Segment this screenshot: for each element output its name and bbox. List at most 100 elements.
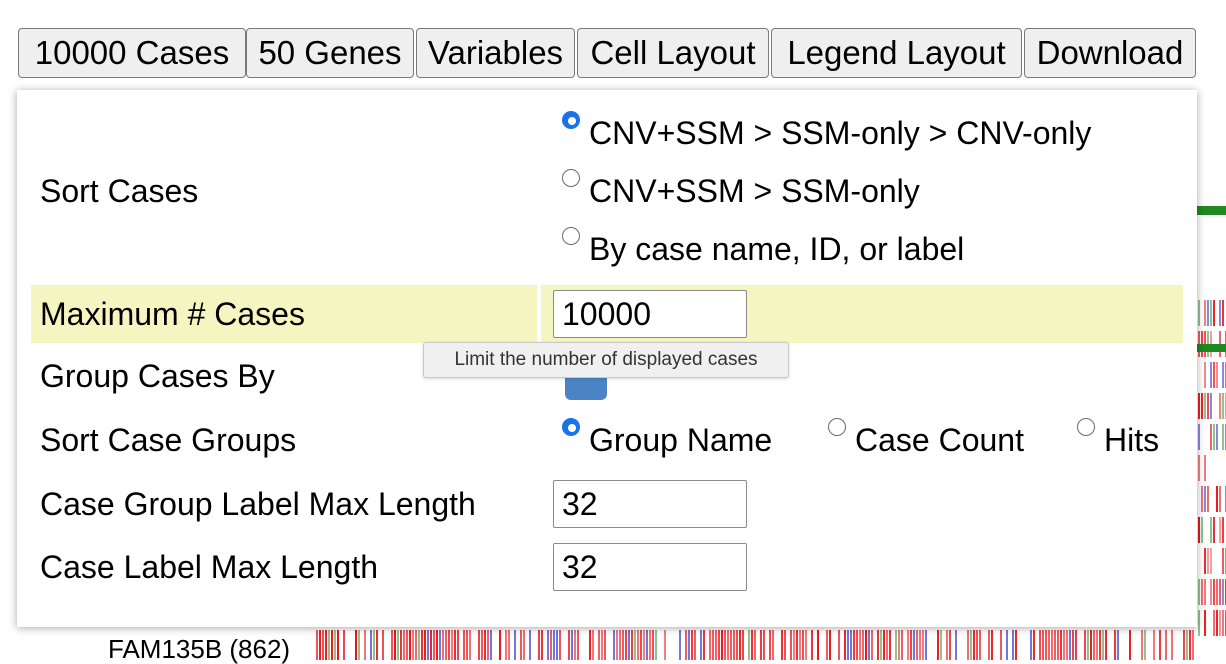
matrix-cell — [337, 630, 339, 660]
variables-button[interactable]: Variables — [416, 28, 575, 78]
matrix-cell — [559, 630, 561, 660]
matrix-cell — [1072, 630, 1074, 660]
sort-cases-option-by-name[interactable]: By case name, ID, or label — [562, 227, 964, 267]
matrix-cell — [970, 630, 972, 660]
matrix-cell — [1192, 630, 1194, 660]
matrix-cell — [886, 630, 888, 660]
matrix-cell — [391, 630, 393, 660]
matrix-cell — [409, 630, 411, 660]
matrix-cell — [1222, 424, 1224, 450]
matrix-cell — [694, 630, 696, 660]
matrix-cell — [883, 630, 885, 660]
matrix-cell — [538, 630, 540, 660]
matrix-cell — [415, 630, 417, 660]
matrix-cell — [1159, 630, 1161, 660]
gene-row-label[interactable]: FAM135B (862) — [108, 634, 291, 664]
matrix-cell — [325, 630, 327, 660]
radio-unchecked-icon[interactable] — [1077, 418, 1095, 436]
cases-button[interactable]: 10000 Cases — [18, 28, 246, 78]
radio-unchecked-icon[interactable] — [828, 418, 846, 436]
group-cases-by-label: Group Cases By — [40, 358, 275, 394]
legend-layout-button[interactable]: Legend Layout — [771, 28, 1022, 78]
case-label-max-length-input[interactable]: 32 — [553, 543, 747, 591]
radio-unchecked-icon[interactable] — [562, 227, 580, 245]
matrix-cell — [1207, 300, 1209, 326]
matrix-cell — [1066, 630, 1068, 660]
matrix-cell — [1222, 393, 1224, 419]
matrix-cell — [457, 630, 459, 660]
download-button[interactable]: Download — [1024, 28, 1196, 78]
matrix-cell — [643, 630, 645, 660]
matrix-cell — [1222, 579, 1224, 605]
matrix-cell — [1219, 610, 1221, 636]
case-group-label-max-length-input[interactable]: 32 — [553, 480, 747, 528]
sort-groups-option-case-count[interactable]: Case Count — [828, 418, 1024, 458]
matrix-cell — [1012, 630, 1014, 660]
matrix-cell — [631, 630, 633, 660]
genes-button[interactable]: 50 Genes — [246, 28, 414, 78]
matrix-cell — [1201, 579, 1203, 605]
matrix-cell — [1216, 362, 1218, 388]
matrix-cell — [520, 630, 522, 660]
matrix-cell — [910, 630, 912, 660]
matrix-cell — [577, 630, 579, 660]
matrix-cell — [1210, 548, 1212, 574]
matrix-cell — [439, 630, 441, 660]
matrix-cell — [1222, 362, 1224, 388]
matrix-cell — [1048, 630, 1050, 660]
matrix-cell — [541, 630, 543, 660]
matrix-cell — [877, 630, 879, 660]
matrix-cell — [1105, 630, 1107, 660]
radio-checked-icon[interactable] — [562, 111, 580, 129]
matrix-cell — [1213, 362, 1215, 388]
matrix-cell — [646, 630, 648, 660]
matrix-cell — [1198, 610, 1200, 636]
matrix-cell — [1051, 630, 1053, 660]
matrix-cell — [634, 630, 636, 660]
matrix-cell — [433, 630, 435, 660]
radio-unchecked-icon[interactable] — [562, 169, 580, 187]
matrix-cell — [751, 630, 753, 660]
matrix-cell — [829, 630, 831, 660]
matrix-cell — [319, 630, 321, 660]
matrix-cell — [451, 630, 453, 660]
max-cases-tooltip: Limit the number of displayed cases — [423, 342, 789, 378]
matrix-cell — [1204, 455, 1206, 481]
matrix-cell — [418, 630, 420, 660]
matrix-cell — [733, 630, 735, 660]
matrix-cell — [715, 630, 717, 660]
sort-groups-option-group-name[interactable]: Group Name — [562, 418, 772, 458]
max-cases-input[interactable]: 10000 — [553, 290, 747, 338]
matrix-cell — [364, 630, 366, 660]
matrix-cell — [1201, 486, 1203, 512]
matrix-cell — [1219, 579, 1221, 605]
matrix-cell — [1198, 455, 1200, 481]
sort-cases-option-cnv-ssm-ssm-cnv[interactable]: CNV+SSM > SSM-only > CNV-only — [562, 111, 1091, 151]
matrix-cell — [1197, 344, 1226, 352]
matrix-cell — [1213, 610, 1215, 636]
matrix-cell — [1000, 630, 1002, 660]
matrix-cell — [481, 630, 483, 660]
matrix-cell — [1219, 486, 1221, 512]
matrix-cell — [550, 630, 552, 660]
sort-groups-option-hits[interactable]: Hits — [1077, 418, 1159, 458]
matrix-cell — [955, 630, 957, 660]
cases-settings-menu: Sort Cases CNV+SSM > SSM-only > CNV-only… — [17, 90, 1197, 627]
matrix-cell — [988, 630, 990, 660]
sort-cases-option-cnv-ssm-ssm[interactable]: CNV+SSM > SSM-only — [562, 169, 920, 209]
matrix-cell — [1197, 206, 1226, 215]
matrix-cell — [556, 630, 558, 660]
matrix-cell — [703, 630, 705, 660]
matrix-cell — [604, 630, 606, 660]
cell-layout-button[interactable]: Cell Layout — [577, 28, 769, 78]
radio-checked-icon[interactable] — [562, 418, 580, 436]
matrix-cell — [1216, 610, 1218, 636]
matrix-cell — [871, 630, 873, 660]
matrix-cell — [868, 630, 870, 660]
matrix-cell — [1069, 630, 1071, 660]
matrix-cell — [742, 630, 744, 660]
matrix-cell — [334, 630, 336, 660]
matrix-cell — [622, 630, 624, 660]
